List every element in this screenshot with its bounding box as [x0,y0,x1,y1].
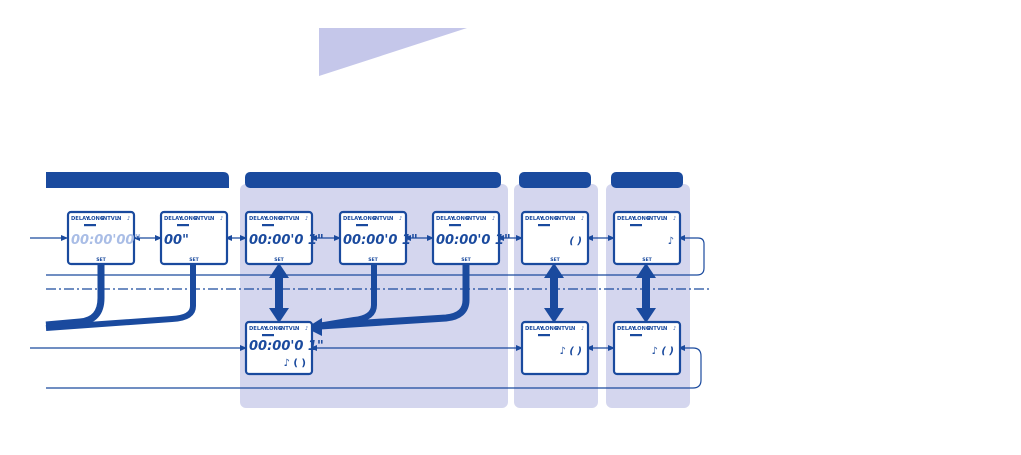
lcd-label-long: LONG [266,216,282,222]
lcd-label-n: N [117,216,121,222]
lcd-digits: 00:00'0 1" [343,233,418,248]
title-banner-shape [319,28,467,76]
double-arrow-s7-s10 [636,263,656,323]
lcd-label-n: N [389,216,393,222]
lcd-set-label: SET [642,257,652,263]
lcd-label-intvl: INTVL [279,326,297,332]
lcd-label-long: LONG [542,326,558,332]
lcd-set-label: SET [461,257,471,263]
section-header-3 [519,172,591,188]
lcd-label-n: N [295,326,299,332]
lcd-label-note: ♪ [581,216,584,222]
lcd-label-note: ♪ [399,216,402,222]
lcd-label-note: ♪ [581,326,584,332]
lcd-label-n: N [663,326,667,332]
lcd-label-note: ♪ [305,326,308,332]
lcd-digits: ( ) [569,236,582,247]
lcd-extra: ♪ ( ) [284,358,307,369]
lcd-label-note: ♪ [492,216,495,222]
flow-band-1 [45,262,105,329]
lcd-label-intvl: INTVL [466,216,484,222]
lcd-label-delay: DELAY [436,216,455,222]
double-arrow-s6-s9 [544,263,564,323]
lcd-label-long: LONG [266,326,282,332]
section-header-2 [245,172,501,188]
lcd-label-long: LONG [88,216,104,222]
lcd-label-delay: DELAY [249,326,268,332]
section-header-4 [611,172,683,188]
lcd-label-long: LONG [360,216,376,222]
lcd-digits: 00:00'00" [71,233,141,248]
lcd-label-note: ♪ [220,216,223,222]
lcd-label-note: ♪ [127,216,130,222]
lcd-digits: 00:00'0 1" [249,339,324,354]
lcd-label-intvl: INTVL [373,216,391,222]
lcd-label-note: ♪ [305,216,308,222]
lcd-label-delay: DELAY [617,326,636,332]
lcd-label-intvl: INTVL [279,216,297,222]
lcd-digits: 00:00'0 1" [249,233,324,248]
lcd-label-delay: DELAY [525,326,544,332]
return-loop-row1 [46,235,705,276]
lcd-label-note: ♪ [673,216,676,222]
section-header-1 [46,172,229,188]
lcd-digits: ♪ [668,236,674,247]
lcd-set-label: SET [274,257,284,263]
lcd-label-intvl: INTVL [555,216,573,222]
lcd-label-long: LONG [542,216,558,222]
lcd-digits: 00" [164,233,189,248]
lcd-label-delay: DELAY [249,216,268,222]
lcd-digits: ♪ ( ) [560,346,583,357]
double-arrow-s3-s8 [269,263,289,323]
lcd-set-label: SET [96,257,106,263]
lcd-label-delay: DELAY [617,216,636,222]
lcd-label-long: LONG [181,216,197,222]
lcd-label-delay: DELAY [525,216,544,222]
lcd-label-note: ♪ [673,326,676,332]
lcd-digits: ♪ ( ) [652,346,675,357]
lcd-label-n: N [571,326,575,332]
lcd-label-long: LONG [634,216,650,222]
lcd-label-delay: DELAY [71,216,90,222]
lcd-label-n: N [663,216,667,222]
flow-band-4 [319,262,470,330]
return-loop-row2 [46,345,702,389]
lcd-label-n: N [295,216,299,222]
flow-band-2 [45,262,196,331]
lcd-set-label: SET [550,257,560,263]
lcd-label-n: N [210,216,214,222]
lcd-set-label: SET [189,257,199,263]
flow-band-3 [311,262,377,330]
lcd-label-intvl: INTVL [647,326,665,332]
lcd-label-long: LONG [634,326,650,332]
flow-band-arrowhead [306,318,322,336]
lcd-label-n: N [482,216,486,222]
lcd-set-label: SET [368,257,378,263]
lcd-label-intvl: INTVL [555,326,573,332]
lcd-label-intvl: INTVL [194,216,212,222]
lcd-label-delay: DELAY [164,216,183,222]
lcd-label-delay: DELAY [343,216,362,222]
lcd-digits: 00:00'0 1" [436,233,511,248]
lcd-label-n: N [571,216,575,222]
lcd-label-intvl: INTVL [101,216,119,222]
lcd-label-intvl: INTVL [647,216,665,222]
lcd-label-long: LONG [453,216,469,222]
